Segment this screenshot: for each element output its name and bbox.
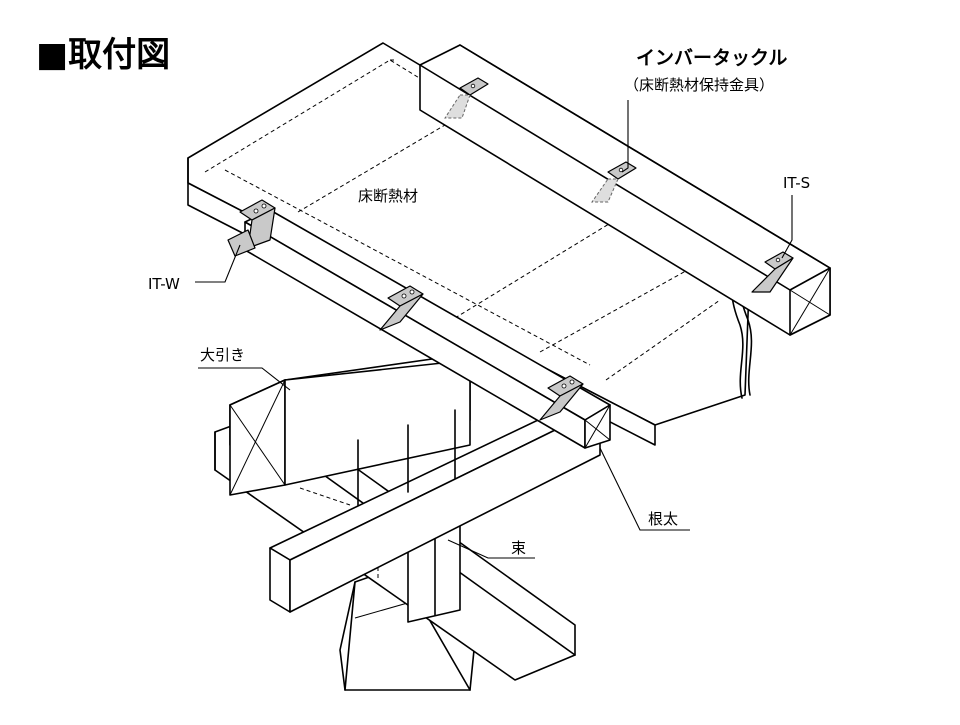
it-w-label: IT-W — [148, 275, 180, 293]
bracket-rear-far — [444, 77, 489, 119]
leader-it-s — [781, 195, 793, 259]
page-title: ■取付図 — [36, 35, 170, 75]
it-s-label: IT-S — [783, 174, 810, 192]
bracket-it-w — [227, 199, 276, 257]
rear-joist — [419, 44, 831, 336]
product-desc-label: （床断熱材保持金具） — [624, 76, 774, 94]
beam-label: 大引き — [200, 346, 245, 364]
floor-beam — [229, 354, 471, 506]
insulation-label: 床断熱材 — [358, 187, 418, 205]
leader-beam — [198, 367, 291, 391]
post-label: 束 — [511, 539, 526, 557]
leader-product — [621, 100, 629, 173]
leader-post — [447, 539, 535, 559]
leader-joist — [599, 447, 690, 531]
bracket-it-s — [751, 251, 794, 293]
bracket-front-middle — [379, 285, 424, 331]
product-name-label: インバータックル — [636, 47, 787, 69]
joist-label: 根太 — [648, 510, 678, 528]
bracket-rear-middle — [591, 161, 637, 203]
leader-it-w — [195, 244, 241, 283]
bracket-front-end — [539, 375, 584, 421]
